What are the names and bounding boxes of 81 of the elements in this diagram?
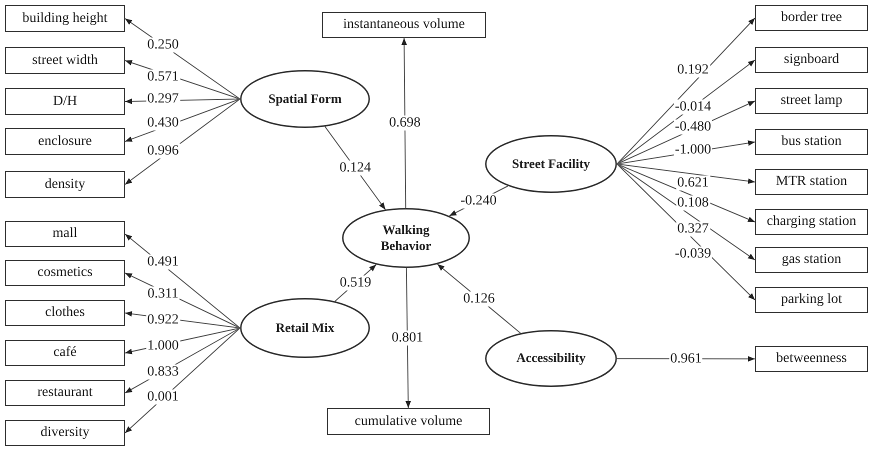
- path-coefficient: 0.519: [338, 275, 372, 290]
- path-arrow: [401, 38, 407, 208]
- path-coefficient: 0.126: [462, 291, 496, 306]
- indicator-name: building height: [22, 10, 108, 26]
- path-coefficient: -0.240: [460, 193, 498, 208]
- path-coefficient: 0.698: [388, 116, 422, 130]
- indicator-box: [322, 12, 486, 38]
- indicator-box: [5, 380, 125, 406]
- indicator-name: cumulative volume: [354, 414, 462, 430]
- indicator-box: [755, 47, 868, 73]
- indicator-box: [5, 171, 125, 198]
- indicator-box: [755, 169, 868, 195]
- path-arrow: [616, 164, 756, 222]
- indicator-box: [5, 88, 125, 115]
- indicator-box: [5, 47, 125, 74]
- path-coefficient: -1.000: [674, 142, 712, 158]
- latent-variable-ellipse: [240, 298, 370, 358]
- latent-variable-ellipse: [240, 70, 370, 128]
- path-coefficient: 0.491: [146, 254, 180, 270]
- indicator-name: border tree: [780, 10, 842, 26]
- indicator-box: [755, 5, 868, 31]
- latent-variable-ellipse: [485, 135, 617, 193]
- path-coefficient: -0.039: [674, 246, 712, 262]
- path-arrow: [405, 268, 411, 408]
- indicator-name: street lamp: [780, 93, 842, 109]
- path-coefficient: -0.480: [674, 120, 712, 134]
- path-coefficient: 0.311: [146, 286, 180, 302]
- path-coefficient: 0.327: [676, 222, 710, 236]
- indicator-name: bus station: [781, 134, 842, 150]
- indicator-box: [755, 287, 868, 313]
- indicator-box: [327, 408, 490, 435]
- path-arrow: [616, 18, 756, 164]
- path-arrow: [616, 164, 756, 260]
- path-coefficient: 0.192: [676, 62, 710, 78]
- indicator-box: [5, 340, 125, 366]
- indicator-box: [755, 129, 868, 155]
- construct-name: Street Facility: [510, 156, 592, 172]
- path-coefficient: 0.833: [146, 364, 180, 380]
- construct-name: Retail Mix: [274, 320, 336, 336]
- indicator-name: street width: [32, 52, 98, 68]
- indicator-name: signboard: [784, 52, 840, 68]
- path-coefficient: 0.108: [676, 196, 710, 210]
- indicator-name: restaurant: [37, 385, 93, 401]
- indicator-box: [755, 88, 868, 114]
- construct-name: Spatial Form: [267, 90, 343, 108]
- indicator-box: [5, 420, 125, 446]
- latent-variable-ellipse: [485, 330, 617, 387]
- construct-name: Accessibility: [515, 350, 587, 367]
- path-arrow: [616, 164, 756, 184]
- indicator-name: MTR station: [776, 174, 848, 190]
- indicator-box: [5, 5, 125, 32]
- path-coefficient: 0.430: [146, 116, 180, 130]
- indicator-name: diversity: [40, 425, 90, 441]
- indicator-box: [5, 221, 125, 247]
- indicator-name: enclosure: [38, 134, 92, 150]
- indicator-name: density: [44, 176, 86, 192]
- path-coefficient: 0.801: [390, 330, 424, 346]
- indicator-box: [755, 209, 868, 235]
- path-coefficient: 0.621: [676, 176, 710, 190]
- path-coefficient: 0.001: [146, 390, 180, 404]
- path-coefficient: 0.250: [146, 38, 180, 52]
- indicator-name: gas station: [782, 252, 842, 268]
- indicator-name: cosmetics: [37, 265, 93, 281]
- indicator-box: [5, 260, 125, 286]
- path-coefficient: -0.014: [674, 100, 712, 114]
- indicator-name: D/H: [52, 94, 78, 110]
- path-coefficient: 0.996: [146, 144, 180, 158]
- indicator-name: instantaneous volume: [343, 17, 465, 33]
- indicator-name: charging station: [766, 214, 856, 230]
- indicator-name: betweenness: [776, 351, 847, 367]
- path-coefficient: 0.124: [338, 160, 372, 176]
- indicator-box: [755, 346, 868, 372]
- indicator-name: clothes: [45, 305, 85, 321]
- indicator-box: [755, 247, 868, 273]
- indicator-name: mall: [52, 226, 78, 242]
- indicator-name: café: [53, 345, 77, 361]
- indicator-box: [5, 300, 125, 326]
- indicator-box: [5, 128, 125, 155]
- indicator-name: parking lot: [780, 292, 842, 308]
- latent-variable-ellipse: [342, 208, 470, 268]
- construct-name: Walking Behavior: [380, 222, 432, 254]
